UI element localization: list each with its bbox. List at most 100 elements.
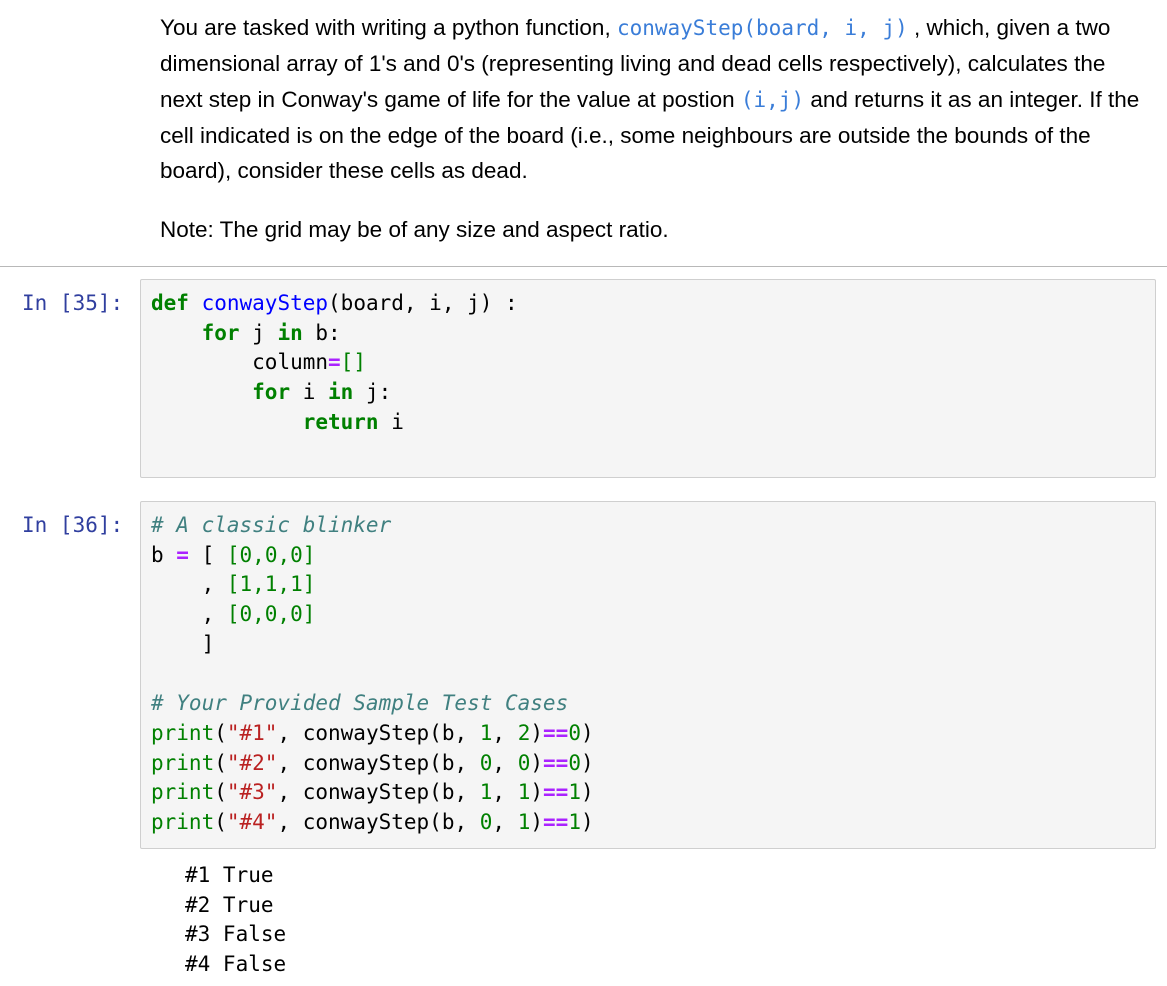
keyword-in: in	[277, 320, 303, 345]
indent	[151, 321, 202, 345]
cell-prompt-35: In [35]:	[22, 291, 124, 315]
number-literal: 0	[517, 750, 531, 775]
code-line: for j in b:	[151, 319, 1145, 349]
number-literal: 1	[568, 809, 581, 834]
code-line: , [0,0,0]	[151, 600, 1145, 630]
builtin-print: print	[151, 720, 215, 745]
description-text: You are tasked with writing a python fun…	[160, 15, 617, 40]
code-text: )	[580, 720, 594, 745]
code-text: ]	[151, 631, 215, 656]
code-text: (	[214, 750, 227, 775]
code-line: b = [ [0,0,0]	[151, 541, 1145, 571]
code-text: i	[378, 409, 404, 434]
operator: ==	[543, 720, 569, 745]
code-text: )	[530, 780, 544, 805]
number-literal: 0	[479, 750, 493, 775]
number-literal: 0	[479, 809, 493, 834]
code-text: (	[214, 780, 227, 805]
test-line: print("#4", conwayStep(b, 0, 1)==1)	[151, 808, 1145, 838]
code-text: , conwayStep(b,	[277, 720, 480, 745]
test-line: print("#1", conwayStep(b, 1, 2)==0)	[151, 719, 1145, 749]
cell-divider	[0, 266, 1167, 267]
code-text: b	[151, 542, 177, 567]
number-literal: 1	[517, 809, 531, 834]
board-row: [1,1,1]	[226, 572, 316, 597]
output-line: #1 True	[185, 863, 274, 887]
code-text: )	[530, 720, 544, 745]
indent	[151, 350, 252, 374]
task-description: You are tasked with writing a python fun…	[160, 10, 1150, 188]
code-line: return i	[151, 408, 1145, 438]
string-literal: "#3"	[226, 780, 278, 805]
builtin-print: print	[151, 780, 215, 805]
keyword-return: return	[302, 409, 379, 434]
code-text: j:	[353, 380, 392, 405]
description-text: , which, given a two dimensional array o…	[160, 15, 1111, 112]
number-literal: 1	[479, 720, 493, 745]
operator: ==	[543, 809, 569, 834]
string-literal: "#2"	[226, 750, 278, 775]
code-text: (board, i, j) :	[328, 291, 518, 315]
keyword-for: for	[201, 320, 240, 345]
indent	[151, 410, 303, 434]
keyword-def: def	[151, 291, 189, 315]
number-literal: 2	[517, 720, 531, 745]
inline-code-signature: conwayStep(board, i, j)	[616, 16, 908, 40]
note-text: Note: The grid may be of any size and as…	[160, 217, 669, 243]
code-line: column=[]	[151, 348, 1145, 378]
board-row: [0,0,0]	[226, 602, 316, 627]
number-literal: 1	[517, 780, 531, 805]
code-text: ,	[492, 750, 518, 775]
code-text: )	[580, 809, 594, 834]
builtin-print: print	[151, 809, 215, 834]
markdown-cell: You are tasked with writing a python fun…	[160, 10, 1150, 248]
code-comment: # Your Provided Sample Test Cases	[151, 691, 569, 716]
code-text: ,	[492, 780, 518, 805]
code-text: , conwayStep(b,	[277, 750, 480, 775]
code-text: ,	[151, 572, 227, 597]
number-literal: 1	[568, 780, 581, 805]
code-line: , [1,1,1]	[151, 570, 1145, 600]
code-text: )	[580, 780, 594, 805]
operator: ==	[543, 780, 569, 805]
code-line: for i in j:	[151, 378, 1145, 408]
cell-output-36: #1 True#2 True#3 False#4 False	[185, 861, 286, 980]
code-text: , conwayStep(b,	[277, 780, 480, 805]
code-text: i	[290, 380, 329, 405]
builtin-print: print	[151, 750, 215, 775]
code-text: (	[214, 809, 227, 834]
code-text: )	[530, 809, 544, 834]
code-text: j	[239, 320, 278, 345]
blank-line	[151, 659, 1145, 689]
code-text: [	[188, 542, 227, 567]
inline-code-position: (i,j)	[740, 87, 805, 112]
string-literal: "#4"	[226, 809, 278, 834]
code-text: ,	[151, 602, 227, 627]
list-literal: []	[340, 350, 366, 375]
code-editor-35[interactable]: def conwayStep(board, i, j) : for j in b…	[141, 280, 1155, 437]
board-row: [0,0,0]	[226, 542, 316, 567]
operator: =	[328, 350, 341, 375]
number-literal: 0	[568, 720, 581, 745]
code-text: b:	[302, 320, 341, 345]
operator: ==	[543, 750, 569, 775]
number-literal: 0	[568, 750, 581, 775]
code-text: ,	[492, 809, 518, 834]
code-text	[189, 291, 202, 315]
code-text: ,	[492, 720, 518, 745]
keyword-for: for	[252, 380, 291, 405]
output-line: #2 True	[185, 892, 274, 917]
code-line: ]	[151, 630, 1145, 660]
description-text: and returns it as an integer. If the cel…	[160, 86, 1140, 184]
string-literal: "#1"	[226, 720, 278, 745]
keyword-in: in	[328, 380, 354, 405]
code-line: def conwayStep(board, i, j) :	[151, 289, 1145, 319]
test-line: print("#2", conwayStep(b, 0, 0)==0)	[151, 749, 1145, 779]
function-name: conwayStep	[201, 291, 329, 315]
output-line: #3 False	[185, 922, 287, 947]
code-text: (	[214, 720, 227, 745]
code-cell-35[interactable]: def conwayStep(board, i, j) : for j in b…	[140, 279, 1156, 478]
cell-prompt-36: In [36]:	[22, 513, 124, 537]
